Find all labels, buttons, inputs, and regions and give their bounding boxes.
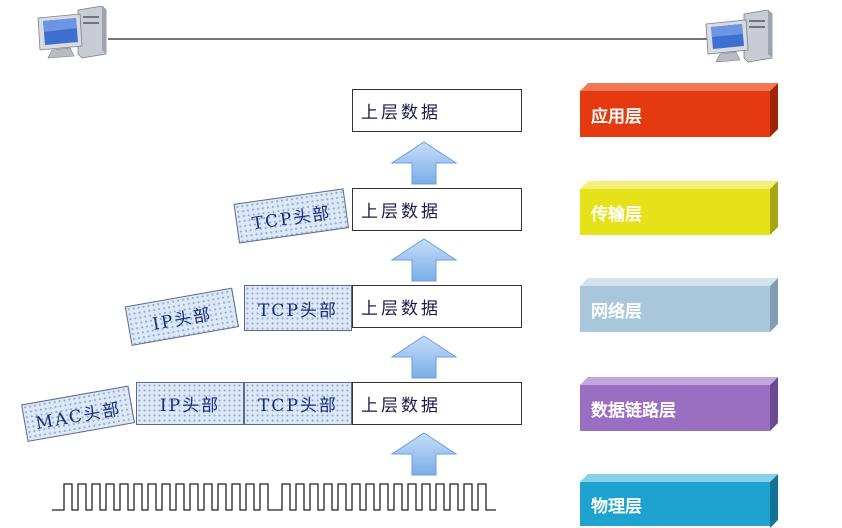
ip-header-label: IP头部: [150, 304, 214, 335]
layer-transport: 传输层: [580, 189, 770, 235]
up-arrow-icon: [390, 335, 458, 379]
layer-depth-transport: [580, 181, 778, 235]
layer-label: 传输层: [591, 204, 642, 225]
upper-data-box-transport: 上层数据: [352, 188, 522, 231]
computer-right-icon: [705, 9, 773, 63]
layer-application: 应用层: [580, 91, 770, 137]
computer-left-icon: [37, 6, 107, 59]
layer-depth-physical: [580, 474, 778, 528]
layer-network: 网络层: [580, 286, 770, 332]
network-link-line: [108, 38, 708, 40]
tcp-header-label: TCP头部: [258, 396, 338, 416]
tcp-header-transport: TCP头部: [233, 188, 349, 244]
mac-header-label: MAC头部: [34, 398, 123, 434]
upper-data-box-app: 上层数据: [352, 89, 522, 132]
physical-signal-waveform: [52, 483, 496, 511]
layer-label: 应用层: [591, 106, 642, 127]
upper-data-box-datalink: 上层数据: [352, 382, 522, 425]
layer-depth-network: [580, 278, 778, 332]
tcp-header-label: TCP头部: [258, 300, 338, 321]
tcp-header-datalink: TCP头部: [244, 382, 352, 425]
up-arrow-icon: [390, 141, 458, 185]
up-arrow-icon: [390, 238, 458, 282]
layer-label: 网络层: [591, 301, 642, 322]
ip-header-network: IP头部: [124, 287, 239, 346]
upper-data-box-network: 上层数据: [352, 285, 522, 328]
layer-depth-app: [580, 83, 778, 137]
layer-physical: 物理层: [580, 482, 770, 526]
ip-header-label: IP头部: [159, 396, 221, 416]
mac-header-datalink: MAC头部: [21, 385, 135, 442]
layer-data-link: 数据链路层: [580, 385, 770, 431]
up-arrow-icon: [390, 432, 458, 476]
ip-header-datalink: IP头部: [136, 382, 244, 425]
layer-label: 数据链路层: [591, 400, 676, 421]
tcp-header-network: TCP头部: [244, 285, 352, 331]
layer-depth-datalink: [580, 377, 778, 431]
tcp-header-label: TCP头部: [250, 202, 333, 234]
layer-label: 物理层: [591, 496, 642, 517]
